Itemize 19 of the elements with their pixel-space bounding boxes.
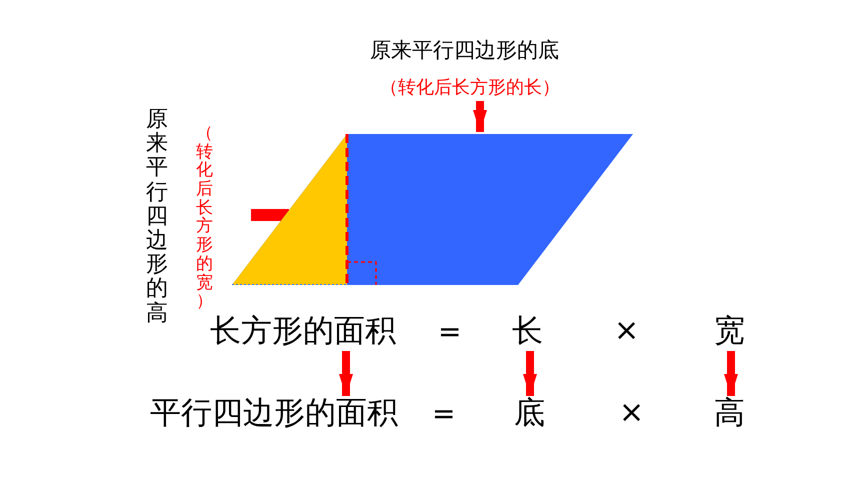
arrow [724,351,738,396]
arrow [339,351,353,396]
annotation-text: （转化后长方形的长） [380,79,560,97]
vertical-label: 原来平行四边形的高 [146,108,168,326]
operator-sign: = [432,400,456,428]
formula-term: 宽 [714,316,745,347]
formula-term: 原来平行四边形的底 [370,40,559,61]
formula-term: 底 [514,398,545,429]
parallelogram-drawing [232,134,634,286]
formula-term: 高 [714,398,745,429]
operator-sign: × [614,316,640,346]
arrow [473,101,487,132]
vertical-label: （转化后长方形的宽） [196,124,213,311]
operator-sign: × [619,398,644,428]
operator-sign: = [438,318,462,346]
formula-term: 长方形的面积 [210,316,396,347]
formula-term: 平行四边形的面积 [150,398,398,429]
arrow [523,351,537,396]
formula-term: 长 [512,316,543,347]
